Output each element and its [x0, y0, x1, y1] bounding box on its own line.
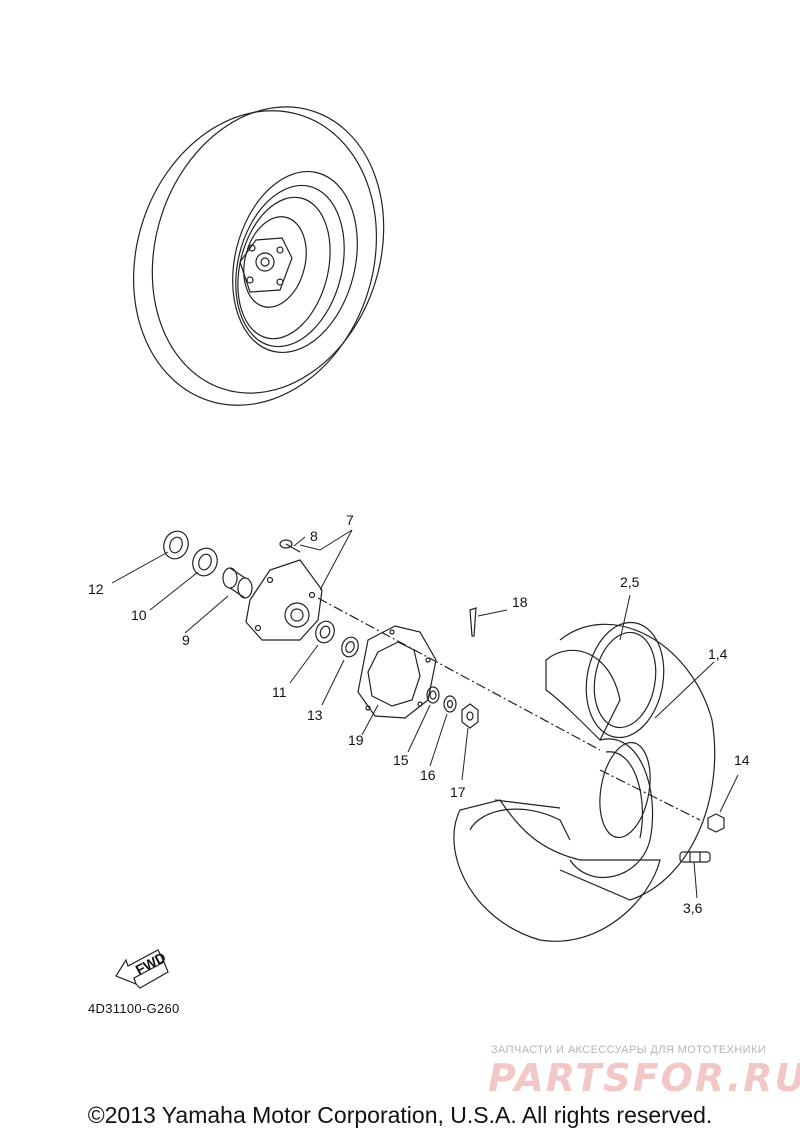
- washer-16: [443, 695, 457, 713]
- wheel-nut-14: [707, 813, 725, 833]
- callout-8: 8: [310, 528, 318, 544]
- callout-12: 12: [88, 581, 104, 597]
- assembled-wheel: [132, 106, 385, 406]
- hub-7: [245, 559, 323, 641]
- callout-7: 7: [346, 512, 354, 528]
- callout-9: 9: [182, 632, 190, 648]
- callout-19: 19: [348, 732, 364, 748]
- callout-1-4: 1,4: [708, 646, 728, 662]
- callout-2-5: 2,5: [620, 574, 640, 590]
- rim-half-inner: [569, 738, 654, 878]
- bearing-11: [315, 620, 335, 644]
- diagram-code: 4D31100-G260: [88, 1001, 180, 1016]
- copyright-notice: ©2013 Yamaha Motor Corporation, U.S.A. A…: [87, 1102, 713, 1128]
- assembly-axis-line: [317, 597, 701, 821]
- seal-13: [341, 636, 359, 658]
- callout-16: 16: [420, 767, 436, 783]
- callout-11: 11: [272, 684, 287, 700]
- fwd-label: FWD: [133, 949, 169, 978]
- gasket-19: [357, 625, 437, 719]
- callout-10: 10: [131, 607, 147, 623]
- callout-18: 18: [512, 594, 528, 610]
- collar-9: [222, 567, 253, 599]
- watermark-subtitle: ЗАПЧАСТИ И АКСЕССУАРЫ ДЛЯ МОТОТЕХНИКИ: [491, 1044, 767, 1056]
- bearing-10: [192, 547, 218, 577]
- collar-15: [426, 686, 440, 704]
- bearing-12: [163, 530, 189, 560]
- bolt-8: [279, 539, 301, 553]
- callout-3-6: 3,6: [683, 900, 703, 916]
- callout-17: 17: [450, 784, 466, 800]
- callout-14: 14: [734, 752, 750, 768]
- valve-3-6: [679, 851, 711, 863]
- rim-half-outer: [545, 621, 716, 901]
- cotter-pin-18: [469, 607, 477, 637]
- callout-15: 15: [393, 752, 409, 768]
- callout-13: 13: [307, 707, 323, 723]
- watermark-logo: PARTSFOR.RU: [488, 1056, 800, 1100]
- fwd-arrow-icon: FWD: [115, 949, 169, 989]
- leader-lines: [111, 529, 739, 899]
- nut-17: [461, 703, 479, 729]
- tire-half-inner: [453, 799, 661, 942]
